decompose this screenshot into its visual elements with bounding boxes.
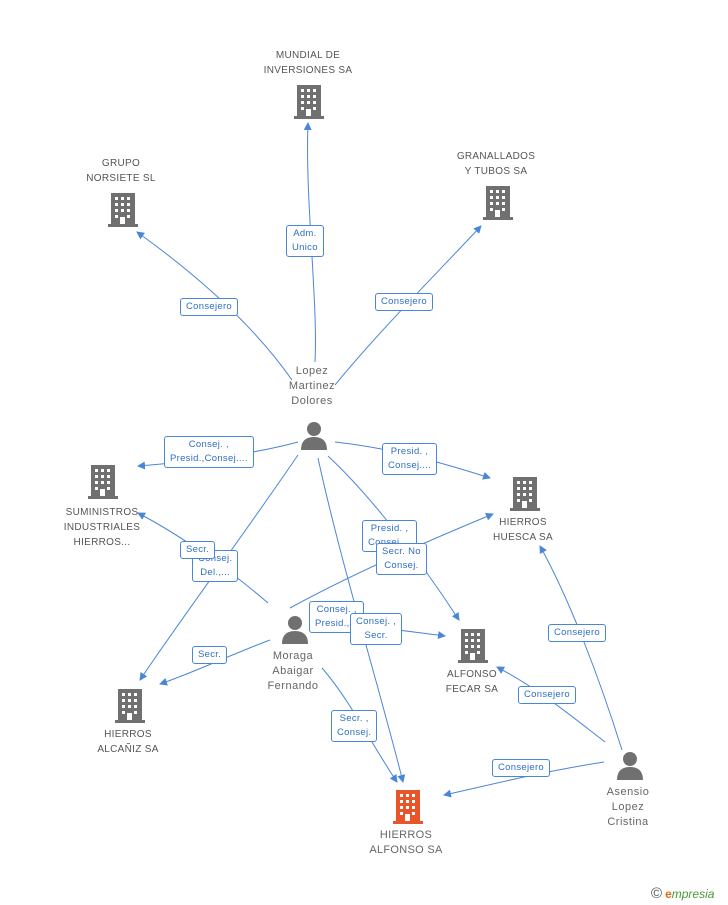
edge-label-consej-secr-fecar: Consej. ,Secr.: [350, 613, 403, 645]
building-icon-grupo: [108, 193, 138, 227]
edge-label-consejero-grupo: Consejero: [180, 298, 239, 316]
edge-label-consejero-fecar: Consejero: [518, 686, 577, 704]
edge-label-consejero-alfonso: Consejero: [492, 759, 551, 777]
copyright-icon: ©: [651, 885, 663, 902]
edge-lopez-grupo: [136, 231, 293, 381]
building-icon-fecar: [458, 629, 488, 663]
edge-label-secr-alcaniz: Secr.: [192, 646, 228, 664]
edge-asensio-fecar: [496, 666, 606, 743]
empresia-brand[interactable]: ©empresia: [651, 885, 715, 902]
edge-label-presid-consej-huesca: Presid. ,Consej....: [382, 443, 438, 475]
person-icon-asensio: [617, 752, 643, 780]
building-icon-alfonso-focus: [393, 790, 423, 824]
edge-label-secr-suministros: Secr.: [180, 541, 216, 559]
edge-label-consejero-granallados: Consejero: [375, 293, 434, 311]
person-icon-moraga: [282, 616, 308, 644]
edge-label-secr-consej-alfonso: Secr. ,Consej.: [331, 710, 378, 742]
edge-label-consejero-huesca: Consejero: [548, 624, 607, 642]
building-icon-huesca: [510, 477, 540, 511]
building-icon-alcaniz: [115, 689, 145, 723]
edge-asensio-huesca: [539, 545, 623, 751]
edge-label-adm-unico: Adm.Unico: [286, 225, 324, 257]
building-icon-suministros: [88, 465, 118, 499]
building-icon-mundial: [294, 85, 324, 119]
edge-asensio-alfonso: [443, 761, 605, 798]
edge-label-consej-presid-suministros: Consej. ,Presid.,Consej....: [164, 436, 254, 468]
person-icon-lopez: [301, 422, 327, 450]
building-icon-granallados: [483, 186, 513, 220]
